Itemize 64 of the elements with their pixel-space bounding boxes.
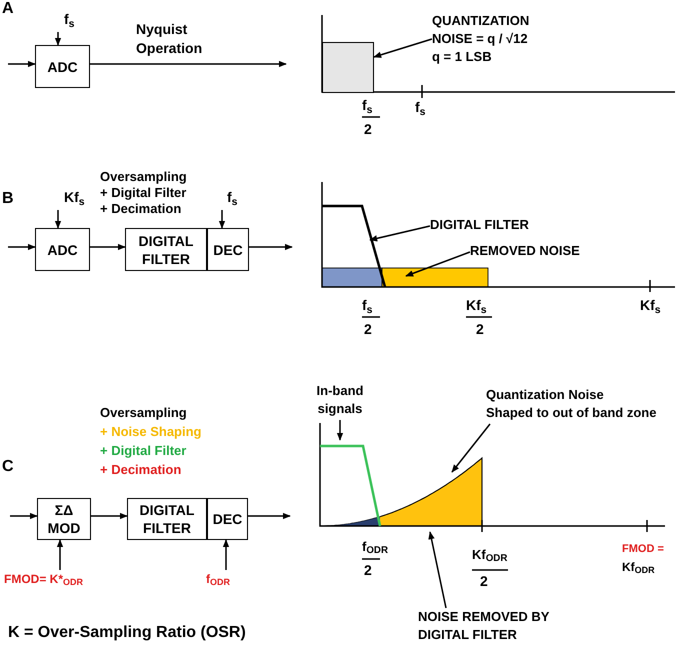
label-text: f$_{s}$ — [415, 98, 426, 116]
process-box: DEC — [207, 228, 249, 271]
arrow — [218, 210, 226, 229]
arrow — [8, 60, 36, 68]
label-text: 2 — [476, 320, 484, 338]
process-box: ADC — [35, 45, 90, 88]
label-text: + Noise Shaping — [100, 423, 202, 441]
label-text: 2 — [364, 320, 372, 338]
arrow — [248, 512, 291, 520]
process-box: DIGITAL FILTER — [125, 228, 207, 271]
label-text: + Decimation — [100, 461, 182, 479]
arrow — [8, 244, 36, 250]
label-text: K = Over-Sampling Ratio (OSR) — [8, 624, 246, 642]
clock-label: f$_{s}$ — [56, 10, 84, 32]
label-text: A — [2, 0, 14, 18]
arrow — [10, 512, 38, 520]
label-text: 2 — [364, 561, 372, 579]
leader-line — [405, 251, 470, 277]
label-text: + Digital Filter — [100, 184, 186, 202]
annotation-text: QUANTIZATION NOISE = q / √12 q = 1 LSB — [432, 12, 572, 72]
process-box: ADC — [35, 228, 90, 271]
leader-line — [373, 38, 432, 58]
arrow — [90, 60, 287, 68]
leader-line — [428, 531, 447, 608]
annotation-text: DIGITAL FILTER — [430, 216, 580, 236]
label-text: Oversampling — [100, 168, 187, 186]
arrow — [56, 539, 64, 570]
arrow — [54, 32, 62, 46]
label-text: 2 — [480, 572, 488, 590]
label-text: Kf$_{s}$ — [466, 296, 487, 314]
annotation-text: REMOVED NOISE — [470, 242, 620, 262]
label-text: B — [2, 190, 14, 208]
leader-line — [369, 225, 430, 242]
clock-label: f$_{s}$ — [219, 188, 247, 210]
clock-label: FMOD= K*$_{ODR}$ — [4, 570, 114, 590]
arrow — [91, 512, 128, 520]
clock-label: f$_{ODR}$ — [206, 570, 250, 594]
noise-area — [322, 42, 374, 93]
process-box: DEC — [207, 498, 248, 540]
annotation-text: NOISE REMOVED BY DIGITAL FILTER — [418, 608, 593, 646]
label-text: Nyquist Operation — [136, 20, 204, 58]
process-box: ΣΔ MOD — [37, 498, 91, 540]
arrow — [90, 244, 126, 250]
label-text: f$_{ODR}$ — [362, 538, 388, 556]
label-text: + Digital Filter — [100, 442, 186, 460]
label-text: f$_{s}$ — [362, 96, 373, 114]
label-text: 2 — [364, 120, 372, 138]
label-text: C — [2, 458, 14, 476]
label-text: Kf$_{ODR}$ — [622, 559, 655, 576]
label-text: Kf$_{s}$ — [640, 296, 661, 314]
clock-label: Kf$_{s}$ — [56, 188, 94, 210]
arrow — [249, 244, 293, 250]
label-text: f$_{s}$ — [362, 296, 373, 314]
leader-line — [451, 424, 491, 473]
label-text: + Decimation — [100, 200, 182, 218]
annotation-text: In-band signals — [298, 382, 382, 420]
label-text: Oversampling — [100, 404, 187, 422]
label-text: FMOD = — [622, 542, 664, 557]
annotation-text: Quantization Noise Shaped to out of band zone — [486, 386, 698, 424]
arrow — [222, 539, 230, 570]
arrow — [54, 210, 62, 229]
process-box: DIGITAL FILTER — [127, 498, 207, 540]
leader-line — [336, 420, 344, 441]
label-text: Kf$_{ODR}$ — [472, 546, 508, 564]
